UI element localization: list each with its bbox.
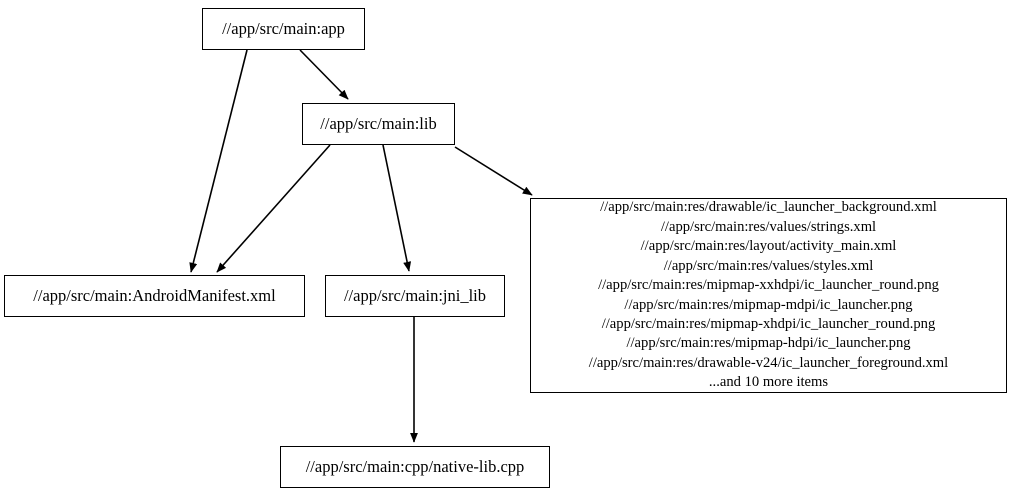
node-res-group[interactable]: //app/src/main:res/drawable/ic_launcher_… xyxy=(530,198,1007,393)
node-android-manifest[interactable]: //app/src/main:AndroidManifest.xml xyxy=(4,275,305,317)
edge-lib-to-res-group xyxy=(454,146,533,196)
node-lib-label: //app/src/main:lib xyxy=(320,113,437,133)
node-jni-lib-label: //app/src/main:jni_lib xyxy=(343,285,487,305)
node-app[interactable]: //app/src/main:app xyxy=(202,8,365,50)
node-native-lib-cpp[interactable]: //app/src/main:cpp/native-lib.cpp xyxy=(280,446,550,488)
node-android-manifest-label: //app/src/main:AndroidManifest.xml xyxy=(33,285,276,305)
node-lib[interactable]: //app/src/main:lib xyxy=(302,103,455,145)
edge-app-to-lib xyxy=(299,49,349,100)
node-app-label: //app/src/main:app xyxy=(222,18,345,38)
node-res-group-label: //app/src/main:res/drawable/ic_launcher_… xyxy=(588,199,949,391)
node-native-lib-cpp-label: //app/src/main:cpp/native-lib.cpp xyxy=(305,456,525,476)
edge-app-to-manifest xyxy=(189,49,248,273)
node-jni-lib[interactable]: //app/src/main:jni_lib xyxy=(325,275,505,317)
edge-lib-to-jni-lib xyxy=(382,144,412,272)
edge-lib-to-manifest xyxy=(216,144,331,273)
